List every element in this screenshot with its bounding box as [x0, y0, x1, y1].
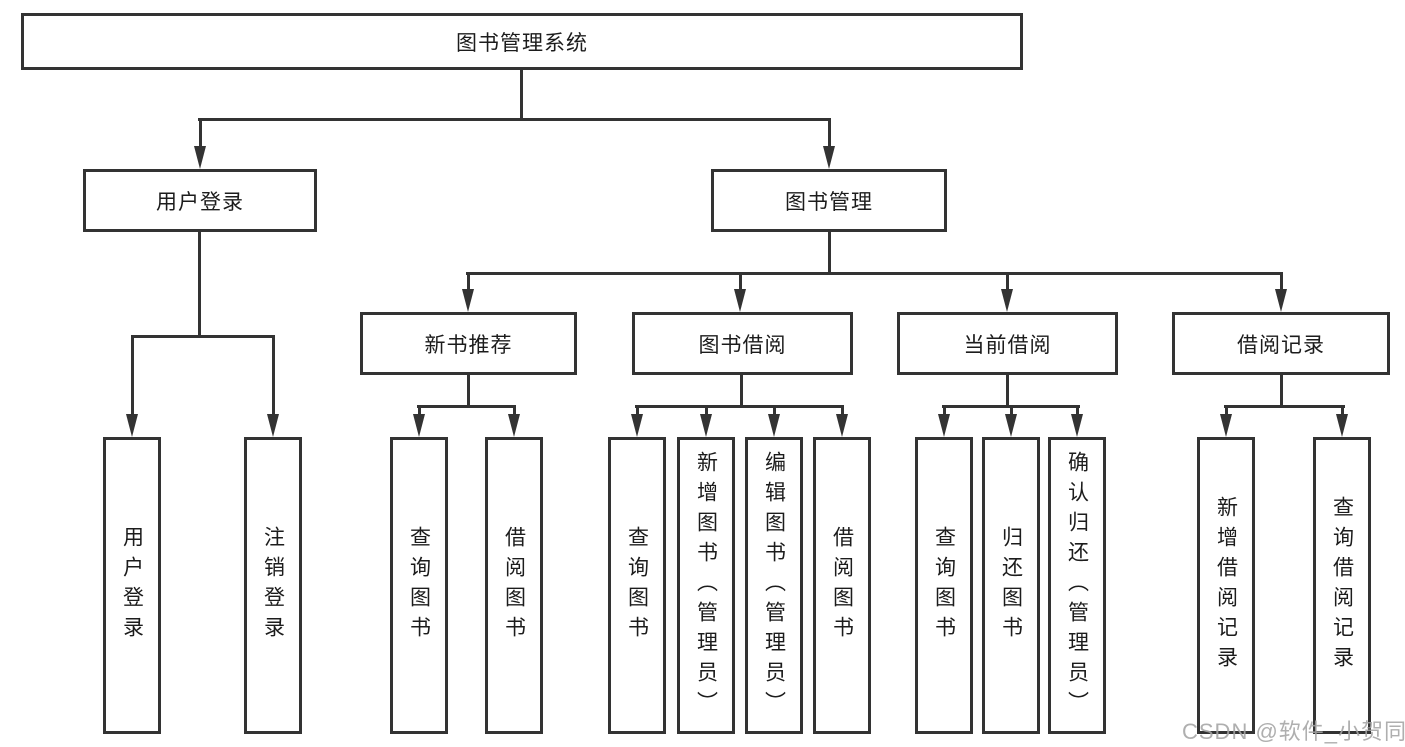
node-root-label: 图书管理系统 — [456, 31, 588, 55]
connector-line — [467, 272, 470, 292]
node-user-login: 用户登录 — [83, 169, 317, 232]
connector-line — [199, 118, 202, 150]
leaf-confirm-return-admin-label: 确认归还（管理员） — [1065, 450, 1089, 721]
watermark: CSDN @软件_小贺同学 — [1182, 719, 1405, 744]
connector-line — [943, 405, 946, 417]
connector-line — [740, 375, 743, 407]
connector-line — [417, 405, 516, 408]
arrow-down-icon — [1005, 414, 1017, 437]
arrow-down-icon — [1275, 289, 1287, 312]
node-current-borrowing-label: 当前借阅 — [963, 333, 1052, 357]
connector-line — [1280, 272, 1283, 292]
leaf-query-books-current: 查询图书 — [915, 437, 973, 734]
leaf-add-books-admin-label: 新增图书（管理员） — [694, 450, 718, 721]
connector-line — [635, 405, 844, 408]
leaf-borrow-books-borrowing: 借阅图书 — [813, 437, 871, 734]
connector-line — [272, 335, 275, 416]
connector-line — [1076, 405, 1079, 417]
leaf-logout-label: 注销登录 — [261, 525, 285, 646]
arrow-down-icon — [700, 414, 712, 437]
connector-line — [828, 118, 831, 150]
arrow-down-icon — [194, 146, 206, 169]
leaf-return-books: 归还图书 — [982, 437, 1040, 734]
leaf-query-books-borrowing-label: 查询图书 — [625, 525, 649, 646]
leaf-query-books-recommend-label: 查询图书 — [407, 525, 431, 646]
leaf-query-books-recommend: 查询图书 — [390, 437, 448, 734]
connector-line — [739, 272, 742, 292]
node-root: 图书管理系统 — [21, 13, 1023, 70]
arrow-down-icon — [508, 414, 520, 437]
connector-line — [1010, 405, 1013, 417]
leaf-edit-books-admin: 编辑图书（管理员） — [745, 437, 803, 734]
connector-line — [467, 375, 470, 408]
connector-line — [418, 405, 421, 417]
connector-line — [841, 405, 844, 417]
connector-line — [131, 335, 275, 338]
node-book-management-label: 图书管理 — [785, 190, 873, 214]
node-book-borrowing-label: 图书借阅 — [698, 333, 787, 357]
leaf-borrow-books-recommend-label: 借阅图书 — [502, 525, 526, 646]
node-user-login-label: 用户登录 — [156, 190, 244, 214]
leaf-query-books-current-label: 查询图书 — [932, 525, 956, 646]
leaf-edit-books-admin-label: 编辑图书（管理员） — [762, 450, 786, 721]
arrow-down-icon — [462, 289, 474, 312]
node-borrowing-records-label: 借阅记录 — [1237, 333, 1325, 357]
connector-line — [773, 405, 776, 417]
connector-line — [636, 405, 639, 417]
arrow-down-icon — [823, 146, 835, 169]
connector-line — [198, 232, 201, 338]
node-borrowing-records: 借阅记录 — [1172, 312, 1390, 375]
leaf-query-borrow-record: 查询借阅记录 — [1313, 437, 1371, 734]
leaf-logout: 注销登录 — [244, 437, 302, 734]
connector-line — [131, 335, 134, 416]
connector-line — [1006, 375, 1009, 407]
connector-line — [1224, 405, 1345, 408]
node-new-book-recommendation-label: 新书推荐 — [424, 333, 513, 357]
arrow-down-icon — [1001, 289, 1013, 312]
arrow-down-icon — [126, 414, 138, 437]
connector-line — [1225, 405, 1228, 417]
leaf-add-books-admin: 新增图书（管理员） — [677, 437, 735, 734]
leaf-confirm-return-admin: 确认归还（管理员） — [1048, 437, 1106, 734]
leaf-add-borrow-record-label: 新增借阅记录 — [1214, 495, 1238, 676]
node-book-management: 图书管理 — [711, 169, 947, 232]
arrow-down-icon — [1071, 414, 1083, 437]
leaf-borrow-books-recommend: 借阅图书 — [485, 437, 543, 734]
arrow-down-icon — [267, 414, 279, 437]
leaf-borrow-books-borrowing-label: 借阅图书 — [830, 525, 854, 646]
arrow-down-icon — [413, 414, 425, 437]
connector-line — [466, 272, 1283, 275]
node-new-book-recommendation: 新书推荐 — [360, 312, 577, 375]
connector-line — [520, 70, 523, 121]
leaf-query-borrow-record-label: 查询借阅记录 — [1330, 495, 1354, 676]
leaf-user-login: 用户登录 — [103, 437, 161, 734]
connector-line — [1006, 272, 1009, 292]
arrow-down-icon — [734, 289, 746, 312]
node-book-borrowing: 图书借阅 — [632, 312, 853, 375]
leaf-return-books-label: 归还图书 — [999, 525, 1023, 646]
node-current-borrowing: 当前借阅 — [897, 312, 1118, 375]
arrow-down-icon — [1336, 414, 1348, 437]
arrow-down-icon — [938, 414, 950, 437]
leaf-query-books-borrowing: 查询图书 — [608, 437, 666, 734]
leaf-user-login-label: 用户登录 — [120, 525, 144, 646]
arrow-down-icon — [631, 414, 643, 437]
connector-line — [1280, 375, 1283, 407]
connector-line — [828, 232, 831, 275]
arrow-down-icon — [836, 414, 848, 437]
connector-line — [198, 118, 831, 121]
connector-line — [1341, 405, 1344, 417]
leaf-add-borrow-record: 新增借阅记录 — [1197, 437, 1255, 734]
arrow-down-icon — [1220, 414, 1232, 437]
arrow-down-icon — [768, 414, 780, 437]
connector-line — [705, 405, 708, 417]
connector-line — [513, 405, 516, 417]
